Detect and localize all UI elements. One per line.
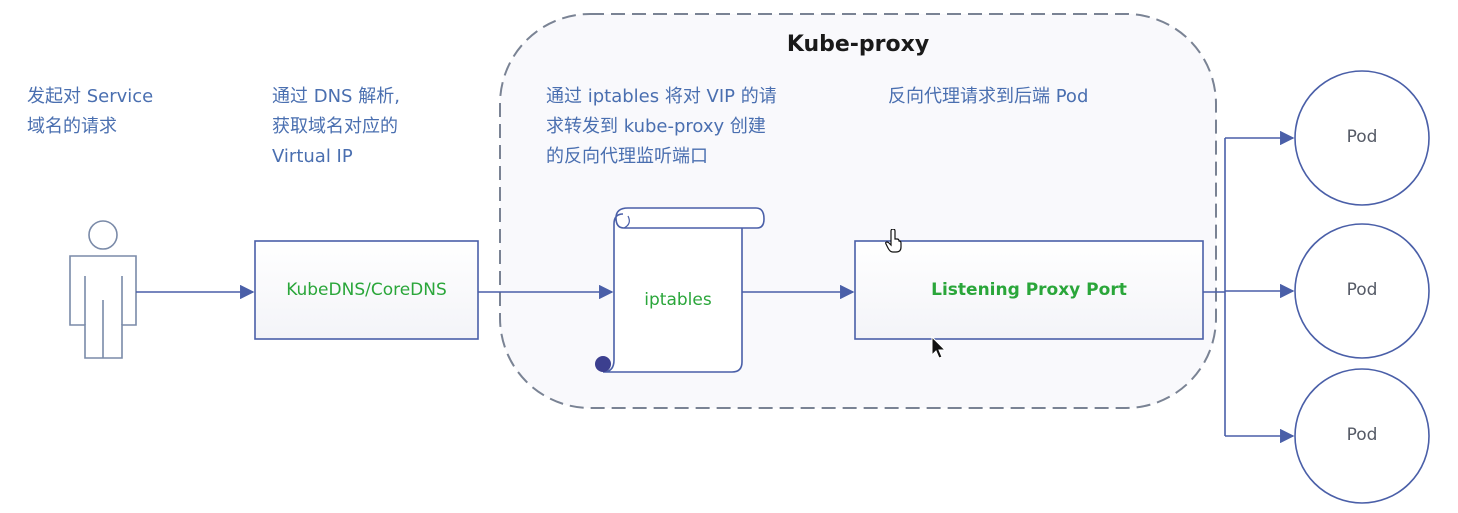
note-proxy-line-1: 反向代理请求到后端 Pod — [888, 86, 1089, 107]
note-dns-line-2: 获取域名对应的 — [272, 116, 398, 137]
kubedns-coredns-box — [254, 240, 479, 340]
pod-circle-2 — [1294, 223, 1430, 359]
listening-proxy-port-box — [854, 240, 1204, 340]
note-dns-line-3: Virtual IP — [272, 146, 353, 167]
note-iptables-forward: 通过 iptables 将对 VIP 的请 求转发到 kube-proxy 创建… — [546, 82, 777, 172]
note-iptables-line-2: 求转发到 kube-proxy 创建 — [546, 116, 766, 137]
label-pod-2: Pod — [1346, 280, 1378, 300]
label-pod-3: Pod — [1346, 425, 1378, 445]
pod-circle-1 — [1294, 70, 1430, 206]
iptables-scroll-shape — [595, 207, 765, 373]
kube-proxy-group-border — [499, 13, 1217, 409]
note-proxy-to-pod: 反向代理请求到后端 Pod — [888, 82, 1088, 112]
note-client-line-2: 域名的请求 — [27, 116, 117, 137]
note-iptables-line-3: 的反向代理监听端口 — [546, 146, 708, 167]
note-dns-resolution: 通过 DNS 解析, 获取域名对应的 Virtual IP — [272, 82, 400, 172]
label-pod-1: Pod — [1346, 127, 1378, 147]
note-iptables-line-1: 通过 iptables 将对 VIP 的请 — [546, 86, 777, 107]
note-client-request: 发起对 Service 域名的请求 — [27, 82, 153, 142]
note-dns-line-1: 通过 DNS 解析, — [272, 86, 400, 107]
kube-proxy-title: Kube-proxy — [787, 32, 929, 57]
client-user-icon — [69, 220, 137, 359]
note-client-line-1: 发起对 Service — [27, 86, 154, 107]
label-iptables: iptables — [644, 290, 712, 310]
label-listening-proxy-port: Listening Proxy Port — [931, 280, 1127, 300]
connectors — [136, 130, 1295, 444]
pod-circle-3 — [1294, 368, 1430, 504]
label-kubedns-coredns: KubeDNS/CoreDNS — [286, 280, 447, 300]
